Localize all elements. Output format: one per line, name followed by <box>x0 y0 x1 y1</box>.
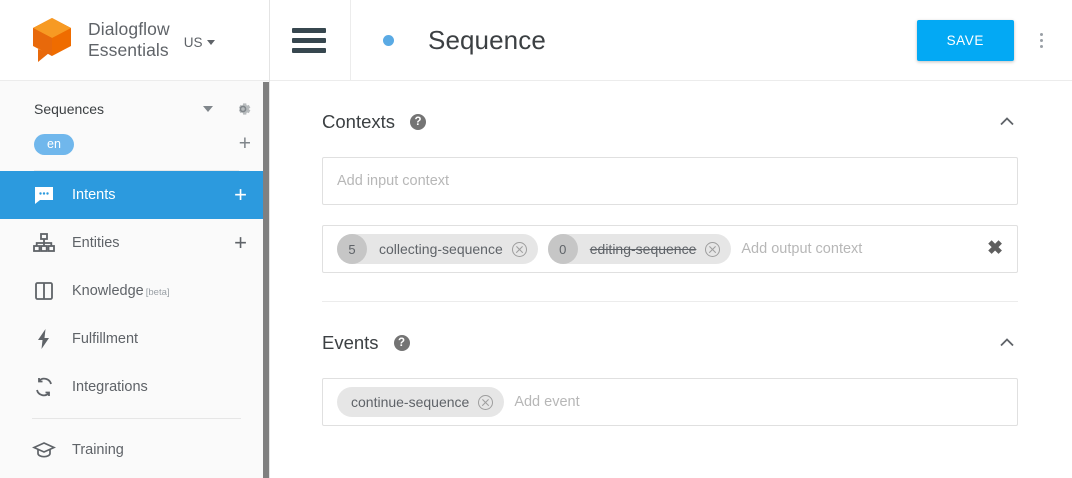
lightning-bolt-icon <box>32 327 56 351</box>
book-icon <box>32 279 56 303</box>
sidebar-item-fulfillment[interactable]: Fulfillment <box>0 315 269 363</box>
sidebar-item-text: Integrations <box>72 379 148 395</box>
events-field[interactable]: continue-sequence Add event <box>322 378 1018 426</box>
section-divider <box>322 301 1018 302</box>
status-dot-icon <box>383 34 394 46</box>
event-placeholder: Add event <box>514 394 580 410</box>
chip-remove-icon[interactable] <box>511 241 527 257</box>
sidebar-scrollbar[interactable] <box>263 82 269 478</box>
page-title: Sequence <box>428 24 546 55</box>
sidebar-nav: Intents + Entities + Knowledge[beta] Fulfillm… <box>0 171 269 474</box>
sidebar-item-label: Entities <box>72 235 234 251</box>
region-label: US <box>183 34 203 50</box>
agent-selector[interactable]: Sequences <box>0 91 269 127</box>
output-context-placeholder: Add output context <box>741 241 863 257</box>
language-chip-en[interactable]: en <box>34 133 74 155</box>
hamburger-menu-icon[interactable] <box>292 27 326 53</box>
chip-lifespan-count: 0 <box>547 234 578 264</box>
sidebar-item-label: Knowledge[beta] <box>72 283 247 299</box>
divider <box>350 0 351 81</box>
chip-remove-icon[interactable] <box>705 241 721 257</box>
save-button[interactable]: SAVE <box>916 19 1014 61</box>
content-area: Contexts ? Add input context 5 collecting… <box>270 81 1072 426</box>
context-chip[interactable]: continue-sequence <box>337 387 505 417</box>
sidebar-item-label: Fulfillment <box>72 331 247 347</box>
kebab-menu-icon[interactable] <box>1026 32 1056 48</box>
output-context-field[interactable]: 5 collecting-sequence 0 editing-sequence Ad… <box>322 225 1018 273</box>
input-context-field[interactable]: Add input context <box>322 157 1018 205</box>
contexts-section: Contexts ? Add input context 5 collecting… <box>322 81 1018 302</box>
chip-label: continue-sequence <box>351 394 470 410</box>
chevron-up-icon[interactable] <box>996 332 1018 354</box>
help-icon[interactable]: ? <box>393 335 410 351</box>
sidebar-divider <box>32 418 241 419</box>
agent-name: Sequences <box>34 101 105 117</box>
top-bar: Sequence SAVE <box>270 0 1072 81</box>
sidebar-item-entities[interactable]: Entities + <box>0 219 269 267</box>
events-header: Events ? <box>322 328 1018 358</box>
caret-down-icon <box>206 39 215 45</box>
help-icon[interactable]: ? <box>410 114 427 130</box>
chip-label: editing-sequence <box>589 241 697 257</box>
add-intents-plus-icon[interactable]: + <box>234 182 247 207</box>
language-row: en + <box>0 127 269 161</box>
speech-bubble-icon <box>32 183 56 207</box>
add-entities-plus-icon[interactable]: + <box>234 230 247 255</box>
events-section: Events ? continue-sequence Add event <box>322 302 1018 426</box>
beta-badge: [beta] <box>145 287 170 298</box>
context-chip[interactable]: 5 collecting-sequence <box>337 234 538 264</box>
gear-icon[interactable] <box>233 99 253 119</box>
sidebar-item-text: Fulfillment <box>72 331 139 347</box>
sidebar-item-text: Intents <box>72 187 116 203</box>
sidebar-item-text: Entities <box>72 235 120 251</box>
events-title: Events <box>322 332 379 353</box>
context-chip[interactable]: 0 editing-sequence <box>547 234 732 264</box>
sidebar-item-intents[interactable]: Intents + <box>0 171 269 219</box>
add-language-plus-icon[interactable]: + <box>238 132 251 155</box>
main-panel: Sequence SAVE Contexts ? <box>270 0 1072 478</box>
sidebar-item-label: Integrations <box>72 379 247 395</box>
clear-x-icon[interactable]: ✖ <box>987 238 1003 259</box>
sidebar-item-integrations[interactable]: Integrations <box>0 363 269 411</box>
chip-label: collecting-sequence <box>379 241 503 257</box>
sidebar-divider <box>34 170 239 171</box>
graduation-cap-icon <box>31 438 57 462</box>
sidebar-item-knowledge[interactable]: Knowledge[beta] <box>0 267 269 315</box>
chip-remove-icon[interactable] <box>478 394 494 410</box>
brand-name-line2: Essentials <box>88 40 169 60</box>
chip-lifespan-count: 5 <box>337 234 367 264</box>
sidebar-item-training[interactable]: Training <box>0 426 269 474</box>
sidebar-item-label: Intents <box>72 187 234 203</box>
region-selector[interactable]: US <box>184 35 215 50</box>
contexts-title: Contexts <box>322 111 396 132</box>
refresh-arrows-icon <box>32 375 56 399</box>
sidebar-item-text: Training <box>72 442 124 458</box>
dialogflow-cube-logo <box>30 16 74 64</box>
chevron-up-icon[interactable] <box>996 111 1018 133</box>
caret-down-icon[interactable] <box>203 106 213 112</box>
sidebar-item-text: Knowledge <box>72 283 144 299</box>
input-context-placeholder: Add input context <box>337 173 450 189</box>
sidebar-item-label: Training <box>72 442 247 458</box>
brand-name-line1: Dialogflow <box>88 19 170 39</box>
sidebar: Dialogflow Essentials US Sequences en + <box>0 0 270 478</box>
brand-header[interactable]: Dialogflow Essentials US <box>0 0 269 81</box>
contexts-header: Contexts ? <box>322 107 1018 137</box>
org-chart-icon <box>32 231 56 255</box>
